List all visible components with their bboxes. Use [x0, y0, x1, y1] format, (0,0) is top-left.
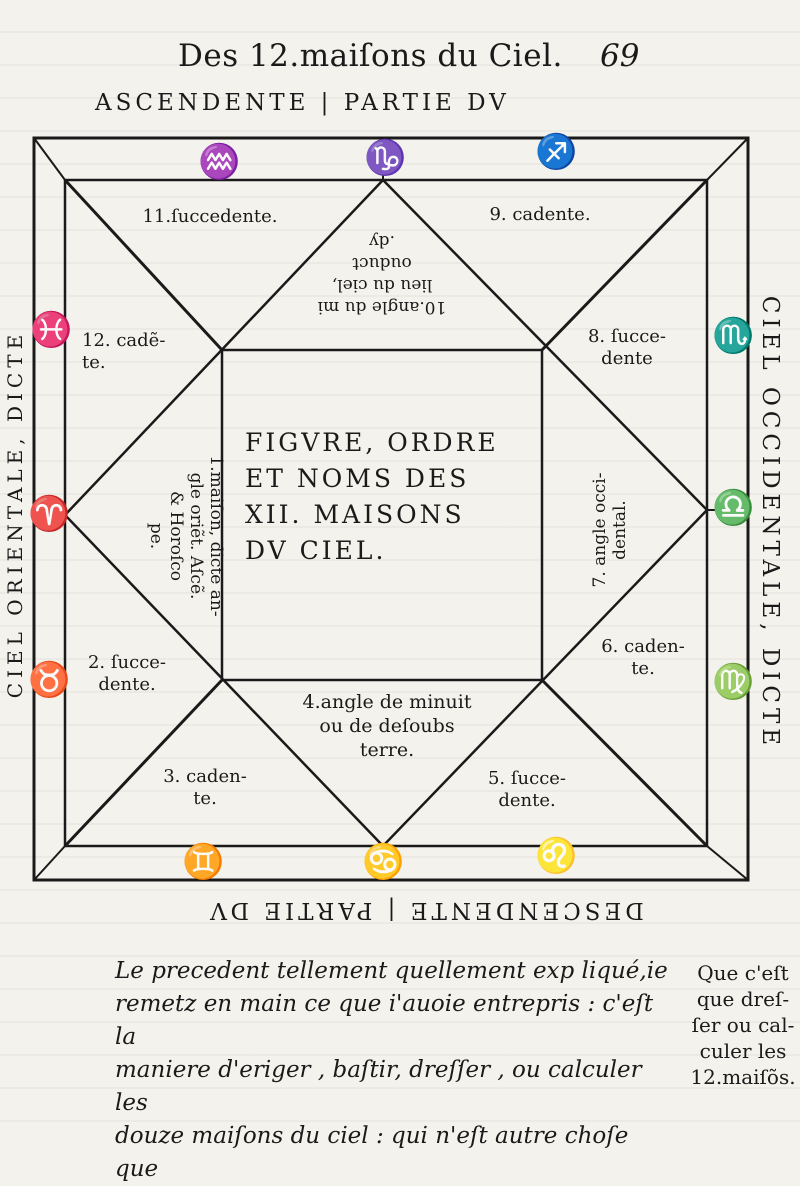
- house-1-label: 1.maiſon, dicte an- gle oriẽt. Aſcẽ. & H…: [146, 455, 226, 617]
- horoscope-diagram: [32, 136, 750, 882]
- house-3-label: 3. caden- te.: [163, 766, 247, 809]
- left-side-label: CIEL ORIENTALE, DICTE: [3, 329, 27, 699]
- body-paragraph: Le precedent tellement quellement exp li…: [115, 958, 668, 1182]
- house-10-label: 10.angle du mi lieu du ciel, ouduct .dy: [317, 231, 447, 317]
- house-4-label: 4.angle de minuit ou de deſoubs terre.: [302, 691, 472, 761]
- house-9-label: 9. cadente.: [489, 204, 591, 225]
- aries-icon: ♈: [28, 494, 71, 534]
- house-12-label: 12. cadẽ- te.: [82, 330, 166, 373]
- libra-icon: ♎: [712, 488, 755, 528]
- virgo-icon: ♍: [712, 662, 755, 702]
- bottom-label: DESCENDENTE | PARTIE DV: [206, 897, 644, 923]
- margin-note: Que c'eſt que dreſ- ſer ou cal- culer le…: [690, 961, 796, 1089]
- house-6-label: 6. caden- te.: [601, 636, 685, 679]
- taurus-icon: ♉: [28, 660, 71, 700]
- sagittarius-icon: ♐: [535, 132, 578, 172]
- capricorn-icon: ♑: [364, 138, 407, 178]
- house-8-label: 8. ſucce- dente: [587, 326, 667, 369]
- diagram-center-title: FIGVRE, ORDRE ET NOMS DES XII. MAISONS D…: [245, 428, 499, 565]
- house-11-label: 11.ſuccedente.: [142, 206, 278, 227]
- aquarius-icon: ♒: [198, 142, 241, 182]
- right-side-label: CIEL OCCIDENTALE, DICTE: [757, 295, 783, 751]
- inner-frame: [63, 178, 709, 848]
- top-label: ASCENDENTE | PARTIE DV: [95, 90, 510, 116]
- leo-icon: ♌: [535, 836, 578, 876]
- cancer-icon: ♋: [362, 842, 405, 882]
- house-5-label: 5. ſucce- dente.: [487, 768, 567, 811]
- page-number: 69: [600, 38, 640, 74]
- scorpio-icon: ♏: [712, 316, 755, 356]
- pisces-icon: ♓: [30, 310, 73, 350]
- gemini-icon: ♊: [182, 842, 225, 882]
- central-square: [220, 348, 544, 682]
- house-2-label: 2. ſucce- dente.: [87, 652, 167, 695]
- house-7-label: 7. angle occi- dental.: [590, 472, 630, 588]
- page-header-title: Des 12.maiſons du Ciel.: [178, 38, 563, 74]
